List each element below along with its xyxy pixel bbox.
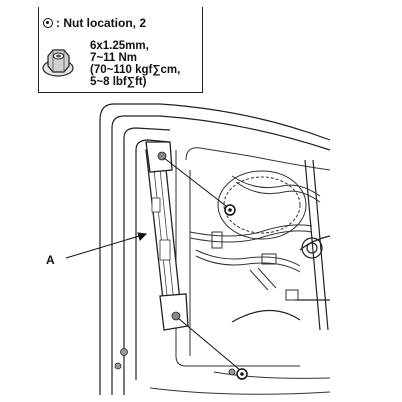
legend-title-text: : Nut location, 2 <box>56 16 146 30</box>
regulator-rail <box>231 159 331 331</box>
inner-panel <box>149 147 331 395</box>
speaker-opening <box>217 170 307 240</box>
nut-location-marker-icon <box>224 204 236 216</box>
bracket-a <box>145 141 189 331</box>
nut-location-marker-icon <box>43 18 53 28</box>
panel-fasteners <box>114 348 236 376</box>
legend-title: : Nut location, 2 <box>43 16 146 30</box>
hex-flange-nut-icon <box>42 49 74 77</box>
spec-line-torque-kgf: (70~110 kgf∑cm, <box>90 64 181 76</box>
spec-line-size: 6x1.25mm, <box>90 40 149 52</box>
spec-line-torque-lbf: 5~8 lbf∑ft) <box>90 76 147 88</box>
door-frame <box>99 103 331 395</box>
leader-lines <box>65 157 241 371</box>
wiring-harness <box>189 175 321 301</box>
spec-line-torque-nm: 7~11 Nm <box>90 52 137 64</box>
callout-a: A <box>46 253 55 267</box>
legend-box <box>38 7 203 93</box>
nut-location-marker-icon <box>236 368 248 380</box>
